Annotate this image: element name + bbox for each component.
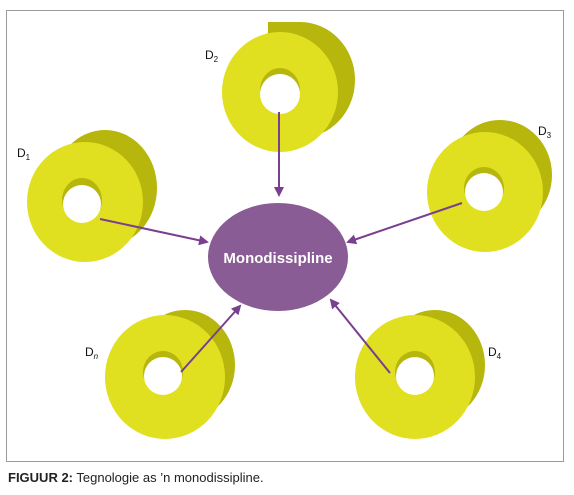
ring-d4	[355, 310, 485, 439]
label-dn: Dn	[85, 345, 99, 361]
label-d4: D4	[488, 345, 502, 361]
arrow-d1	[99, 218, 209, 246]
figure-caption: FIGUUR 2: Tegnologie as ’n monodissiplin…	[8, 470, 264, 485]
caption-prefix: FIGUUR 2:	[8, 470, 73, 485]
label-d3: D3	[538, 124, 552, 140]
arrow-d4	[329, 298, 391, 374]
ring-dn	[105, 310, 235, 439]
label-d2: D2	[205, 48, 219, 64]
ring-d1	[27, 130, 157, 262]
center-label: Monodissipline	[223, 250, 332, 267]
ring-d2	[222, 22, 355, 152]
arrow-dn	[180, 304, 242, 373]
label-d1: D1	[17, 146, 31, 162]
center-ellipse	[208, 203, 348, 311]
caption-text: Tegnologie as ’n monodissipline.	[73, 470, 264, 485]
arrow-d3	[346, 202, 463, 245]
ring-d3	[427, 120, 552, 252]
